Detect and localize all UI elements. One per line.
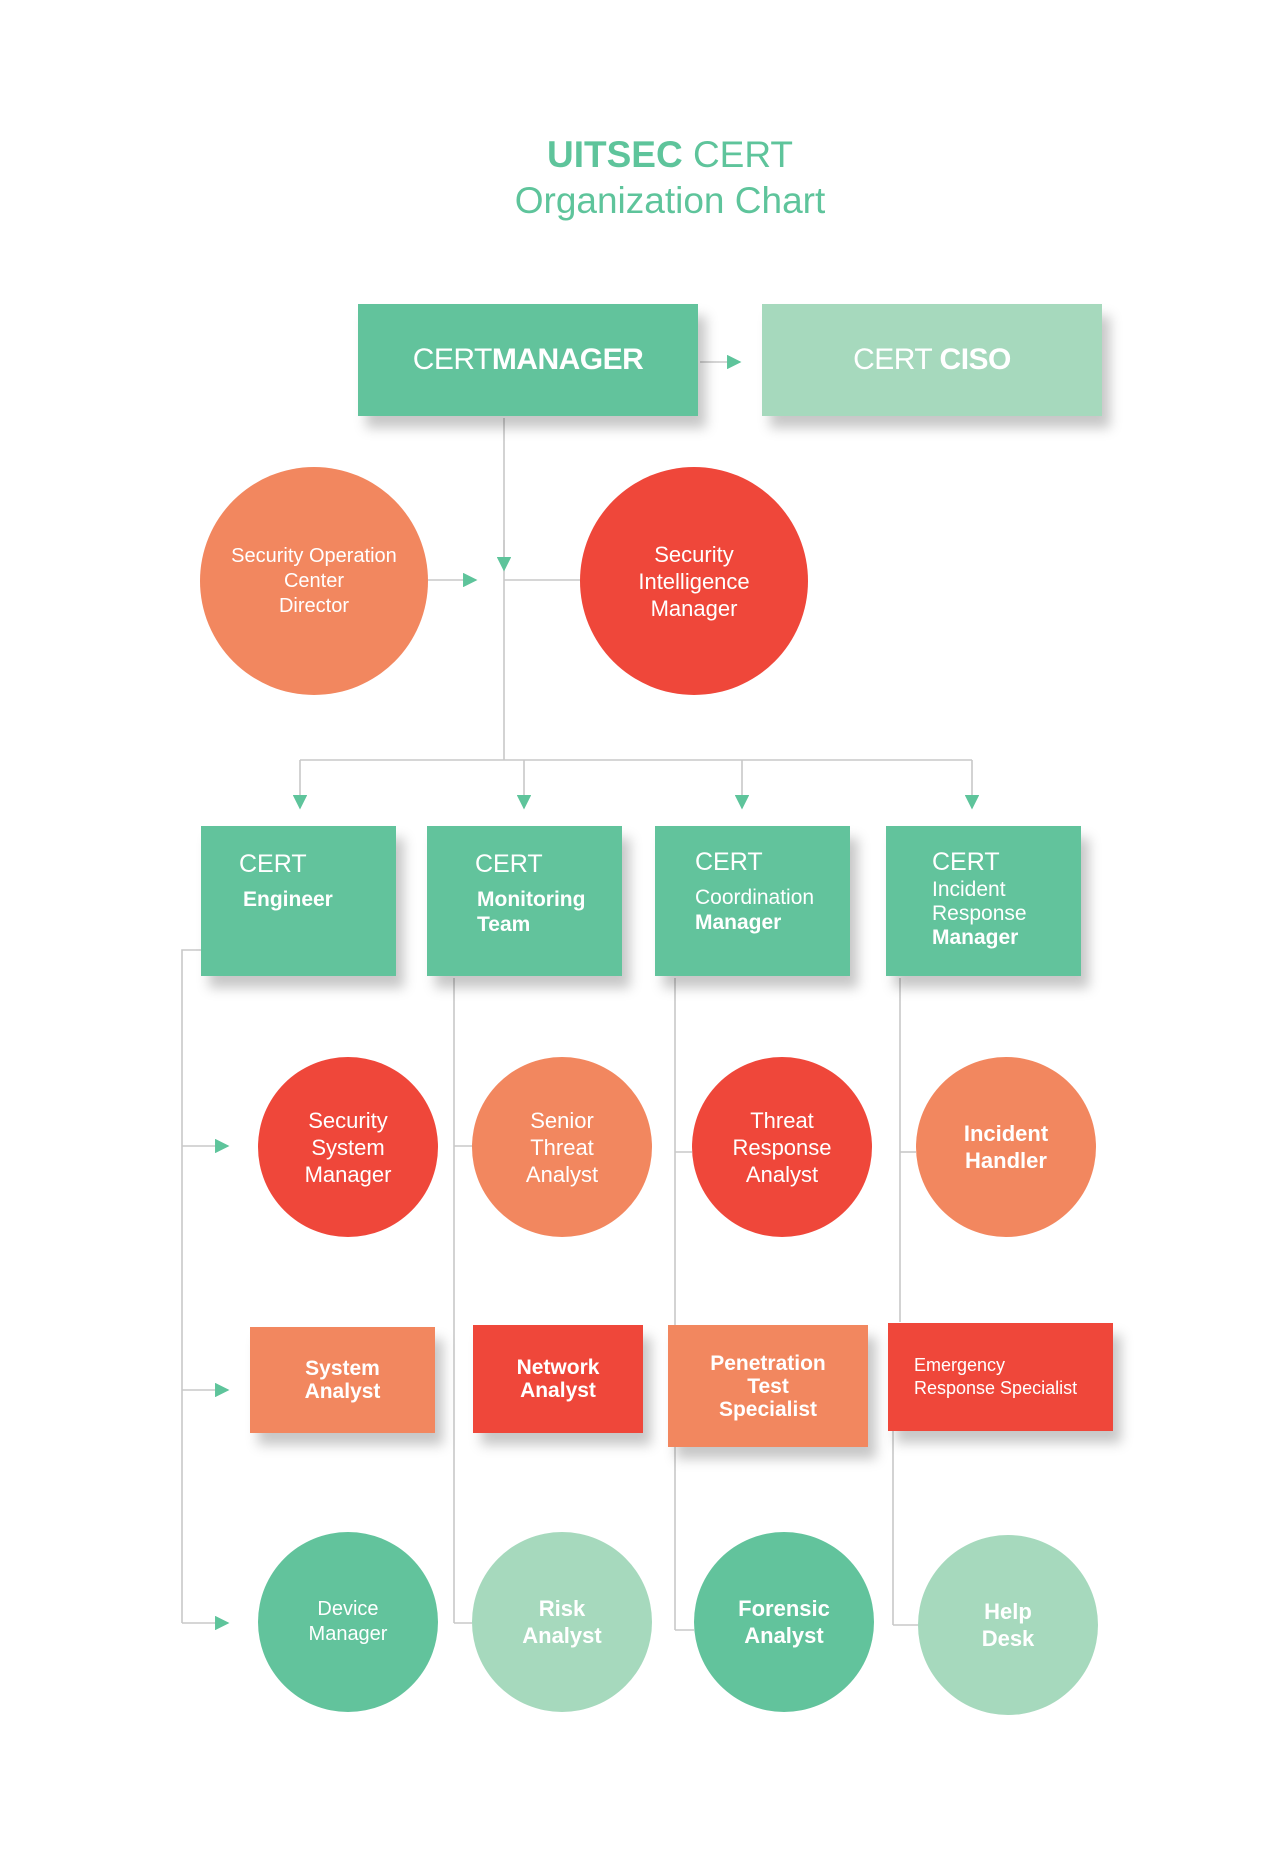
manager-3-line-1: CERT <box>695 848 763 876</box>
manager-3-line-3: Manager <box>695 911 782 934</box>
role-device-manager: Device Manager <box>258 1532 438 1712</box>
manager-1-line-1: CERT <box>239 850 307 878</box>
manager-2-line-3: Team <box>477 913 531 936</box>
cert-ciso-box: CERT CISO <box>762 304 1102 416</box>
row1-1-line-3: Manager <box>304 1161 392 1187</box>
manager-2-line-1: CERT <box>475 850 543 878</box>
intel-manager-line-3: Manager <box>650 595 738 621</box>
row3-3-line-2: Analyst <box>744 1623 824 1648</box>
row1-3-line-3: Analyst <box>745 1161 819 1187</box>
row3-2-line-1: Risk <box>538 1596 586 1621</box>
role-emergency-response-specialist: Emergency Response Specialist <box>888 1323 1113 1431</box>
cert-ciso-part1: CERT <box>853 343 932 376</box>
row1-3-line-1: Threat <box>750 1107 814 1133</box>
row2-4-line-2: Response Specialist <box>914 1378 1078 1398</box>
soc-director-line-1: Security Operation <box>231 544 397 567</box>
manager-4-line-4: Manager <box>932 926 1019 949</box>
row1-2-line-3: Analyst <box>525 1161 599 1187</box>
row3-1-line-2: Manager <box>308 1623 388 1645</box>
connector-col-1 <box>181 949 201 1623</box>
row1-3-line-2: Response <box>732 1134 832 1160</box>
manager-1-line-2: Engineer <box>243 888 333 911</box>
role-help-desk: Help Desk <box>918 1535 1098 1715</box>
role-forensic-analyst: Forensic Analyst <box>694 1532 874 1712</box>
manager-3-line-2: Coordination <box>695 886 815 909</box>
row2-3-line-3: Specialist <box>718 1397 818 1421</box>
row2-1-line-2: Analyst <box>304 1380 381 1403</box>
row1-1-line-2: System <box>311 1134 385 1160</box>
cert-manager-part1: CERT <box>412 343 493 376</box>
row1-4-line-2: Handler <box>965 1148 1047 1173</box>
row1-2-line-2: Threat <box>530 1134 594 1160</box>
row3-4-line-2: Desk <box>981 1626 1035 1651</box>
chart-title-line-1: UITSEC CERT <box>0 134 1280 176</box>
row1-1-line-1: Security <box>308 1107 388 1133</box>
role-risk-analyst: Risk Analyst <box>472 1532 652 1712</box>
intel-manager-circle: Security Intelligence Manager <box>580 467 808 695</box>
row3-4-line-1: Help <box>984 1599 1032 1624</box>
cert-ciso-part2: CISO <box>939 343 1012 376</box>
cert-manager-box: CERTMANAGER <box>358 304 698 416</box>
manager-box-monitoring: CERT Monitoring Team <box>427 826 622 976</box>
row3-2-line-2: Analyst <box>522 1623 602 1648</box>
role-security-system-manager: Security System Manager <box>258 1057 438 1237</box>
row2-4-line-1: Emergency <box>914 1355 1006 1375</box>
role-threat-response-analyst: Threat Response Analyst <box>692 1057 872 1237</box>
row2-3-line-1: Penetration <box>710 1351 826 1375</box>
role-network-analyst: Network Analyst <box>473 1325 643 1433</box>
manager-box-coordination: CERT Coordination Manager <box>655 826 850 976</box>
row3-3-line-1: Forensic <box>738 1596 830 1621</box>
manager-4-line-2: Incident <box>932 878 1006 901</box>
role-penetration-test-specialist: Penetration Test Specialist <box>668 1325 868 1447</box>
title-line1-rest: CERT <box>692 134 794 175</box>
soc-director-line-2: Center <box>283 569 345 592</box>
row1-4-line-1: Incident <box>963 1121 1049 1146</box>
row2-1-line-1: System <box>305 1357 380 1380</box>
title-brand: UITSEC <box>546 134 683 175</box>
row3-1-line-1: Device <box>317 1598 379 1620</box>
row2-2-line-1: Network <box>516 1356 600 1379</box>
manager-box-incident-response: CERT Incident Response Manager <box>886 826 1081 976</box>
manager-4-line-3: Response <box>932 902 1027 925</box>
role-system-analyst: System Analyst <box>250 1327 435 1433</box>
soc-director-line-3: Director <box>278 594 349 617</box>
chart-title-line-2: Organization Chart <box>514 180 826 221</box>
role-incident-handler: Incident Handler <box>916 1057 1096 1237</box>
role-senior-threat-analyst: Senior Threat Analyst <box>472 1057 652 1237</box>
soc-director-circle: Security Operation Center Director <box>200 467 428 695</box>
row2-2-line-2: Analyst <box>520 1379 596 1402</box>
row1-2-line-1: Senior <box>530 1107 594 1133</box>
intel-manager-line-2: Intelligence <box>638 568 750 594</box>
manager-box-engineer: CERT Engineer <box>201 826 396 976</box>
manager-4-line-1: CERT <box>932 848 1000 876</box>
intel-manager-line-1: Security <box>654 541 734 567</box>
row2-3-line-2: Test <box>747 1374 789 1398</box>
manager-2-line-2: Monitoring <box>477 888 586 911</box>
cert-manager-part2: MANAGER <box>491 343 644 376</box>
